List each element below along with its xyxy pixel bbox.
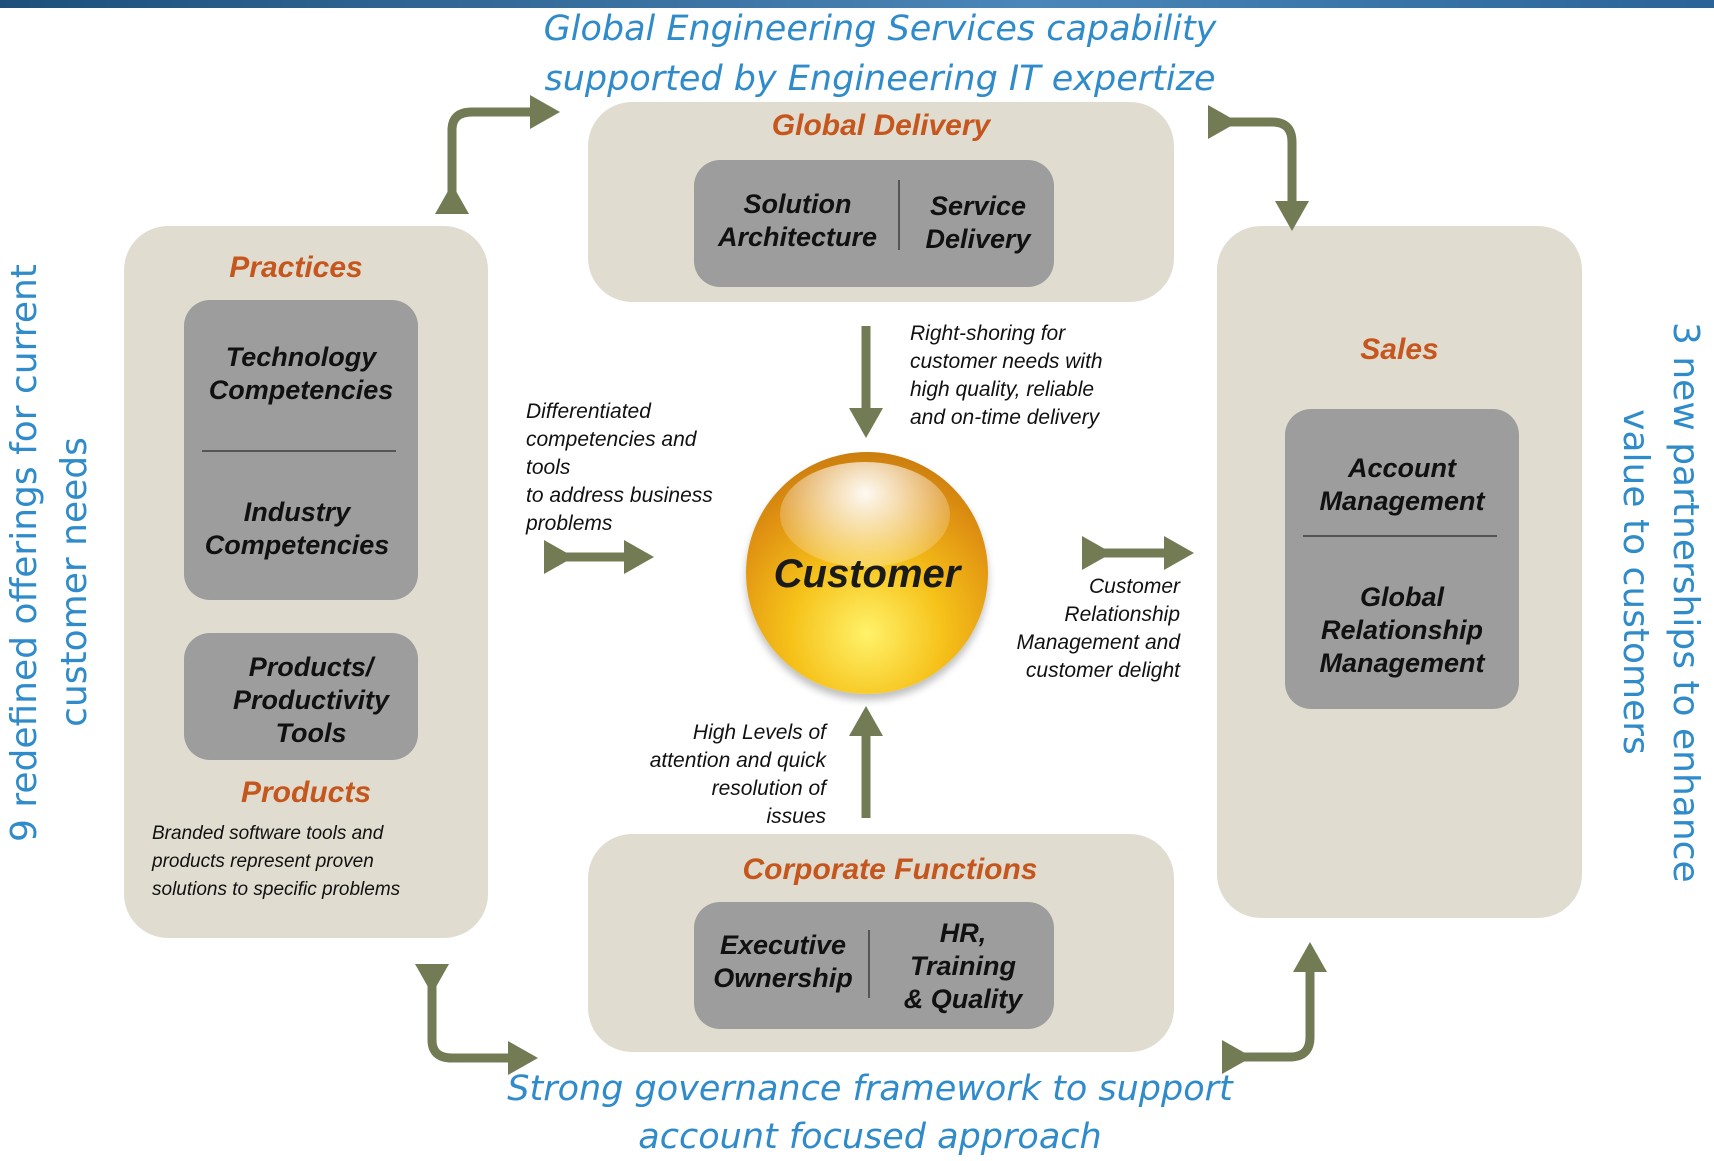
right-shoring-line4: and on-time delivery	[910, 406, 1100, 429]
products-line2: Productivity	[232, 685, 390, 715]
crm-line1: Customer	[1088, 575, 1180, 598]
account-management-line1: Account	[1348, 453, 1456, 483]
bottom-caption: Strong governance framework to support a…	[460, 1065, 1280, 1161]
bottom-caption-line2: account focused approach	[638, 1117, 1102, 1157]
high-levels-note: High Levels of attention and quick resol…	[596, 719, 826, 831]
account-management-line2: Management	[1319, 486, 1485, 516]
top-caption: Global Engineering Services capability s…	[480, 4, 1280, 104]
executive-ownership-label: Executive Ownership	[698, 929, 868, 995]
hr-training-quality-line1: HR,	[939, 918, 987, 948]
technology-competencies-label: Technology Competencies	[184, 341, 418, 407]
global-relationship-management-label: Global Relationship Management	[1285, 581, 1519, 680]
top-caption-line2: supported by Engineering IT expertize	[544, 59, 1216, 99]
high-levels-line4: issues	[766, 805, 826, 828]
products-note-line2: products represent proven	[152, 851, 374, 872]
corporate-box	[694, 902, 1054, 1029]
global-relationship-line1: Global	[1359, 582, 1444, 612]
high-levels-line1: High Levels of	[692, 721, 826, 744]
right-shoring-line3: high quality, reliable	[910, 378, 1095, 401]
executive-ownership-line2: Ownership	[713, 963, 853, 993]
service-delivery-line1: Service	[929, 191, 1027, 221]
sales-title: Sales	[1360, 333, 1439, 366]
products-note-line3: solutions to specific problems	[152, 879, 401, 900]
competencies-divider	[202, 450, 396, 452]
arrow-delivery-to-sales	[1208, 105, 1309, 231]
high-levels-line3: resolution of	[711, 777, 826, 800]
arrow-practices-to-delivery	[435, 95, 560, 214]
crm-line2: Relationship	[1064, 603, 1180, 626]
differentiated-line1: Differentiated	[526, 400, 651, 423]
products-productivity-tools-label: Products/ Productivity Tools	[196, 651, 426, 750]
arrow-corporate-to-sales	[1222, 942, 1327, 1074]
corporate-divider	[868, 930, 870, 998]
right-shoring-note: Right-shoring for customer needs with hi…	[910, 320, 1170, 432]
crm-note: Customer Relationship Management and cus…	[960, 573, 1180, 685]
solution-architecture-line2: Architecture	[717, 222, 878, 252]
right-shoring-line2: customer needs with	[910, 350, 1103, 373]
industry-competencies-line1: Industry	[243, 497, 351, 527]
account-management-label: Account Management	[1285, 452, 1519, 518]
products-note-line1: Branded software tools and	[152, 823, 384, 844]
sales-divider	[1303, 535, 1497, 537]
products-line1: Products/	[248, 652, 374, 682]
solution-architecture-line1: Solution	[743, 189, 852, 219]
technology-competencies-line2: Competencies	[208, 375, 394, 405]
differentiated-line5: problems	[526, 512, 613, 535]
corporate-functions-title: Corporate Functions	[742, 853, 1038, 886]
service-delivery-line2: Delivery	[925, 224, 1031, 254]
products-note: Branded software tools and products repr…	[152, 820, 452, 904]
differentiated-note: Differentiated competencies and tools to…	[526, 398, 766, 538]
industry-competencies-label: Industry Competencies	[180, 496, 414, 562]
products-title: Products	[240, 776, 372, 809]
hr-training-quality-label: HR, Training & Quality	[878, 917, 1048, 1016]
high-levels-line2: attention and quick	[649, 749, 826, 772]
differentiated-line4: to address business	[526, 484, 713, 507]
crm-line3: Management and	[1016, 631, 1180, 654]
top-caption-line1: Global Engineering Services capability	[543, 9, 1217, 49]
right-shoring-line1: Right-shoring for	[910, 322, 1066, 345]
global-delivery-divider	[898, 180, 900, 250]
top-bar	[0, 0, 1714, 8]
global-delivery-box	[694, 160, 1054, 287]
products-box	[184, 633, 418, 760]
products-line3: Tools	[275, 718, 347, 748]
arrow-practices-to-corporate	[415, 964, 538, 1075]
global-relationship-line2: Relationship	[1320, 615, 1483, 645]
industry-competencies-line2: Competencies	[204, 530, 390, 560]
global-delivery-title: Global Delivery	[771, 109, 991, 142]
service-delivery-label: Service Delivery	[903, 190, 1053, 256]
solution-architecture-label: Solution Architecture	[700, 188, 895, 254]
crm-line4: customer delight	[1025, 659, 1180, 682]
customer-sphere-highlight	[780, 462, 950, 567]
differentiated-line3: tools	[526, 456, 571, 479]
global-relationship-line3: Management	[1319, 648, 1485, 678]
customer-label: Customer	[773, 552, 961, 596]
hr-training-quality-line2: Training	[909, 951, 1016, 981]
hr-training-quality-line3: & Quality	[903, 984, 1023, 1014]
technology-competencies-line1: Technology	[225, 342, 377, 372]
practices-title: Practices	[229, 251, 363, 284]
executive-ownership-line1: Executive	[719, 930, 847, 960]
sales-box	[1285, 409, 1519, 709]
bottom-caption-line1: Strong governance framework to support	[507, 1069, 1233, 1109]
differentiated-line2: competencies and	[526, 428, 697, 451]
